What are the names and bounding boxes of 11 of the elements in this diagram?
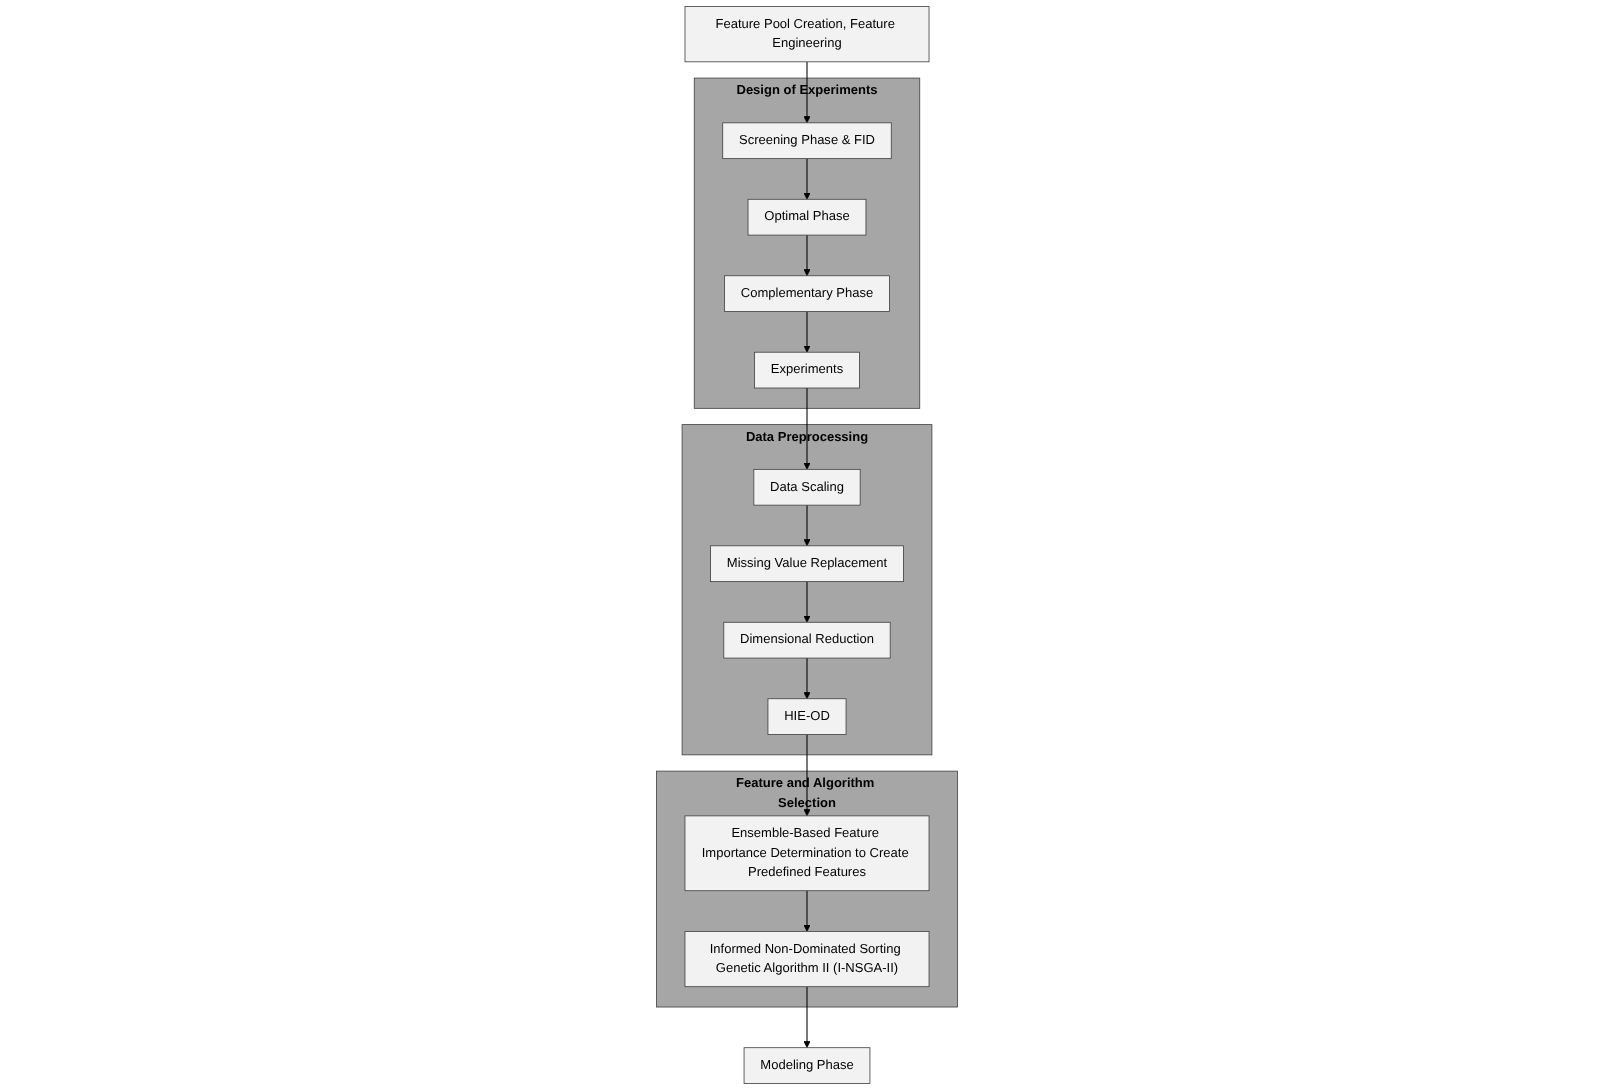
- arrow: [803, 657, 811, 700]
- arrow: [803, 311, 811, 353]
- arrow: [803, 890, 811, 932]
- arrow: [803, 504, 811, 547]
- arrow: [803, 734, 811, 817]
- arrow: [803, 158, 811, 200]
- arrow: [803, 581, 811, 623]
- arrow: [803, 234, 811, 277]
- arrow: [803, 61, 811, 124]
- arrow: [803, 986, 811, 1049]
- arrow: [803, 387, 811, 470]
